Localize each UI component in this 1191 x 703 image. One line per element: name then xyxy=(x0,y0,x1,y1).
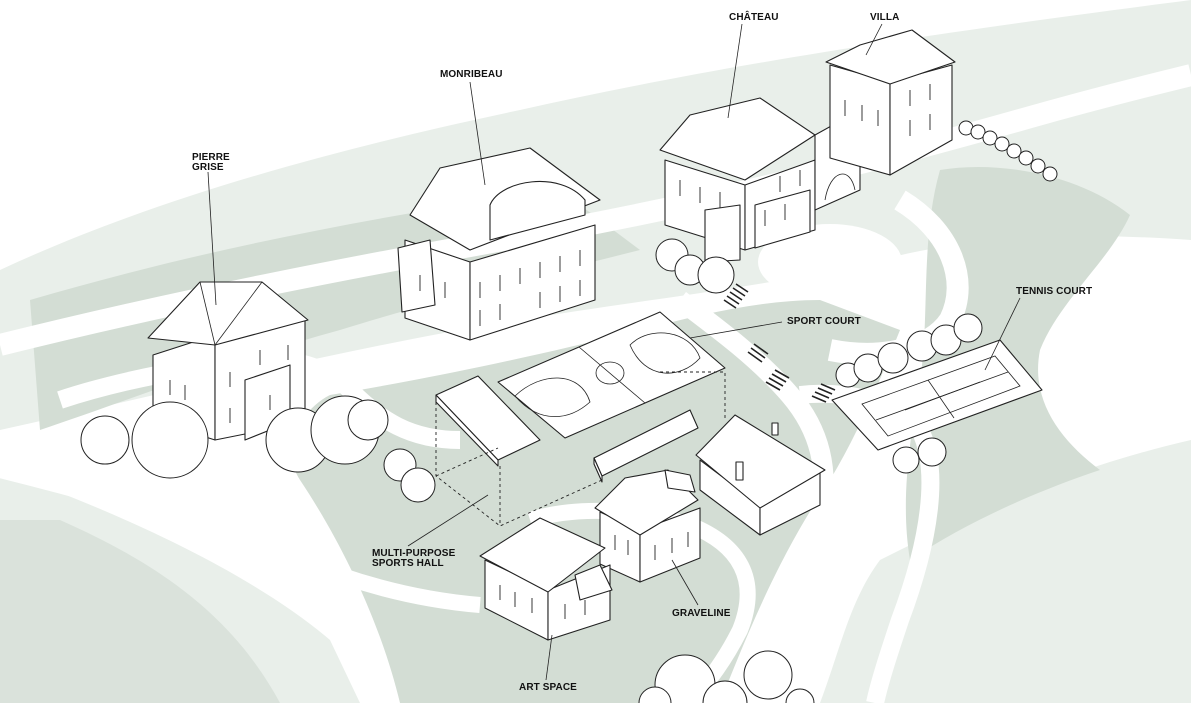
map-labels: CHÂTEAU VILLA MONRIBEAU PIERRE GRISE SPO… xyxy=(192,10,1092,693)
tennis-court xyxy=(831,339,1043,451)
road-south-west xyxy=(0,462,481,613)
graveline-building xyxy=(594,469,701,583)
crosswalk-mid-1 xyxy=(747,343,769,363)
trees-tennis xyxy=(835,313,983,474)
crosswalks xyxy=(723,283,836,403)
villa-building xyxy=(825,29,956,176)
label-villa: VILLA xyxy=(870,12,899,23)
chateau-forecourt xyxy=(758,224,902,300)
trees-villa-hedge xyxy=(958,120,1058,182)
crosswalk-chateau xyxy=(723,283,749,309)
crosswalk-tennis xyxy=(811,383,836,403)
label-art-space: ART SPACE xyxy=(519,682,577,693)
trees xyxy=(80,120,1058,703)
label-monribeau: MONRIBEAU xyxy=(440,69,503,80)
label-chateau: CHÂTEAU xyxy=(729,10,779,23)
trees-pierre-grise-west xyxy=(80,395,436,503)
house-east xyxy=(695,414,826,536)
leader-lines xyxy=(207,23,1021,681)
sport-court xyxy=(497,311,726,439)
label-tennis-court: TENNIS COURT xyxy=(1016,286,1092,297)
art-space-building xyxy=(479,517,613,641)
monribeau-building xyxy=(397,147,601,341)
label-pierre-grise-line2: GRISE xyxy=(192,162,224,173)
label-pierre-grise-line1: PIERRE xyxy=(192,152,230,163)
crosswalk-mid-2 xyxy=(765,369,790,391)
label-sports-hall-line2: SPORTS HALL xyxy=(372,558,444,569)
road-central xyxy=(673,292,834,703)
trees-chateau xyxy=(655,238,735,294)
chateau-building xyxy=(659,97,861,263)
lawn-mid-south xyxy=(0,520,280,703)
pierre-grise-building xyxy=(147,281,309,441)
road-chateau-drive xyxy=(827,190,969,365)
trees-south xyxy=(638,650,815,703)
sports-hall xyxy=(435,371,726,527)
label-graveline: GRAVELINE xyxy=(672,608,731,619)
label-sport-court: SPORT COURT xyxy=(787,316,861,327)
label-sports-hall-line1: MULTI-PURPOSE xyxy=(372,548,456,559)
lawn-light-east xyxy=(820,440,1191,703)
